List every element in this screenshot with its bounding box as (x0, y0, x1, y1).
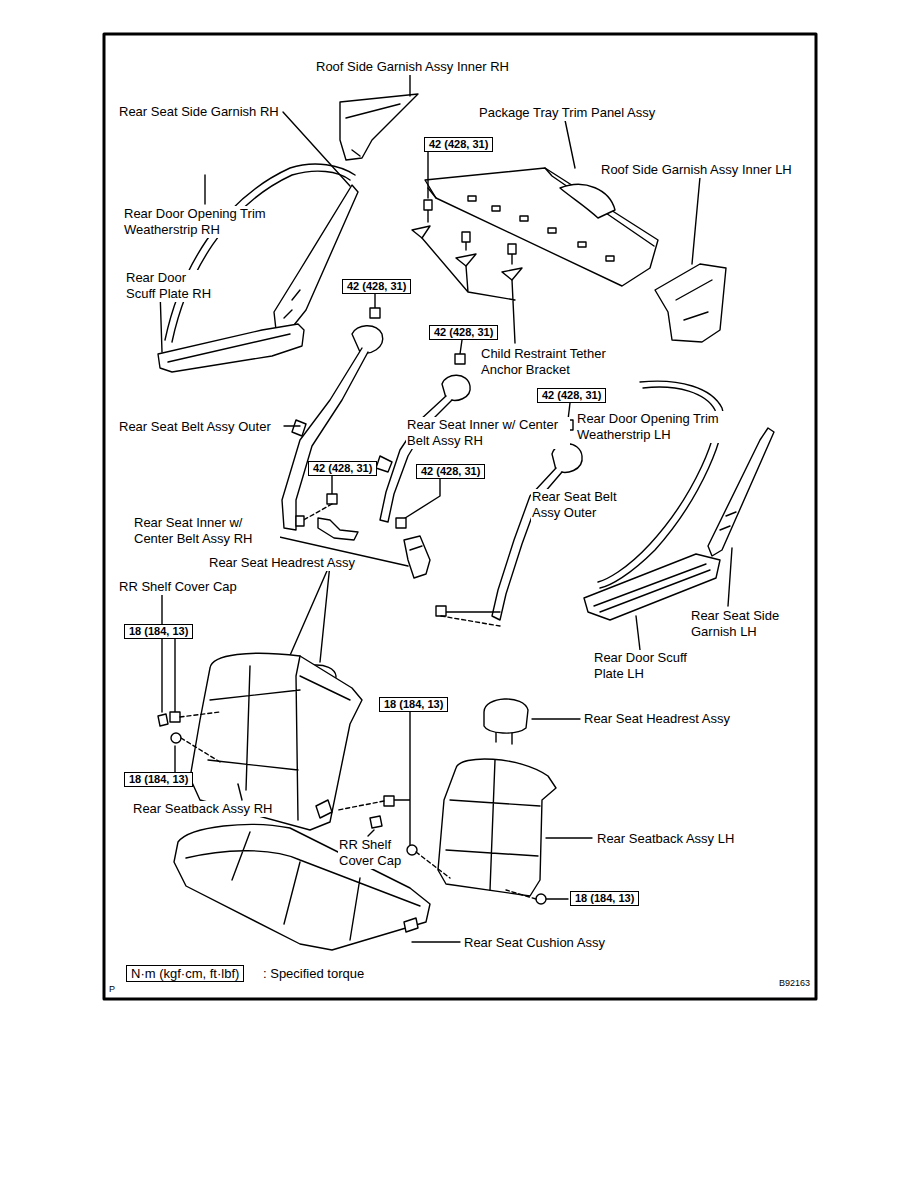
part-name: Child Restraint Tether Anchor Bracket (480, 346, 622, 378)
part-name: Rear Seat Headrest Assy (208, 555, 356, 571)
part-name: Rear Seat Inner w/ Center Belt Assy RH (133, 515, 280, 547)
legend-box: N·m (kgf·cm, ft·lbf) (126, 965, 244, 982)
part-name: Rear Seat Headrest Assy (583, 711, 731, 727)
part-name: Rear Seatback Assy LH (596, 831, 735, 847)
torque-value: 42 (428, 31) (542, 389, 601, 401)
torque-value: 42 (428, 31) (347, 280, 406, 292)
torque-value: 42 (428, 31) (434, 326, 493, 338)
part-name: RR Shelf Cover Cap (118, 579, 238, 595)
torque-value: 18 (184, 13) (575, 892, 634, 904)
torque-value: 18 (184, 13) (129, 773, 188, 785)
torque-value: 42 (428, 31) (429, 138, 488, 150)
part-name: Rear Seat Inner w/ Center Belt Assy RH (406, 417, 570, 449)
legend-text: : Specified torque (262, 966, 365, 982)
torque-box: 42 (428, 31) (308, 461, 377, 476)
torque-box: 42 (428, 31) (537, 388, 606, 403)
figure-code: B92163 (778, 978, 811, 989)
torque-box: 18 (184, 13) (124, 624, 193, 639)
torque-box: 42 (428, 31) (424, 137, 493, 152)
part-name: Roof Side Garnish Assy Inner LH (600, 162, 793, 178)
torque-value: N·m (kgf·cm, ft·lbf) (131, 966, 239, 981)
torque-value: 18 (184, 13) (384, 698, 443, 710)
part-name: Package Tray Trim Panel Assy (478, 105, 656, 121)
torque-value: 42 (428, 31) (313, 462, 372, 474)
torque-value: 18 (184, 13) (129, 625, 188, 637)
torque-box: 18 (184, 13) (570, 891, 639, 906)
part-name: Rear Seat Side Garnish RH (118, 104, 280, 120)
torque-box: 18 (184, 13) (124, 772, 193, 787)
part-name: Rear Door Scuff Plate RH (125, 270, 219, 302)
part-name: Roof Side Garnish Assy Inner RH (315, 59, 510, 75)
torque-box: 42 (428, 31) (429, 325, 498, 340)
part-name: Rear Seat Cushion Assy (463, 935, 606, 951)
part-name: Rear Seat Side Garnish LH (690, 608, 797, 640)
part-name: Rear Door Opening Trim Weatherstrip RH (123, 206, 285, 238)
figure-code: P (108, 984, 116, 995)
part-name: Rear Door Opening Trim Weatherstrip LH (576, 411, 738, 443)
torque-box: 42 (428, 31) (416, 464, 485, 479)
torque-value: 42 (428, 31) (421, 465, 480, 477)
torque-box: 42 (428, 31) (342, 279, 411, 294)
part-name: Rear Door Scuff Plate LH (593, 650, 695, 682)
part-name: RR Shelf Cover Cap (338, 837, 406, 869)
part-name: Rear Seatback Assy RH (132, 801, 273, 817)
part-name: Rear Seat Belt Assy Outer (118, 419, 272, 435)
torque-box: 18 (184, 13) (379, 697, 448, 712)
part-name: Rear Seat Belt Assy Outer (531, 489, 628, 521)
